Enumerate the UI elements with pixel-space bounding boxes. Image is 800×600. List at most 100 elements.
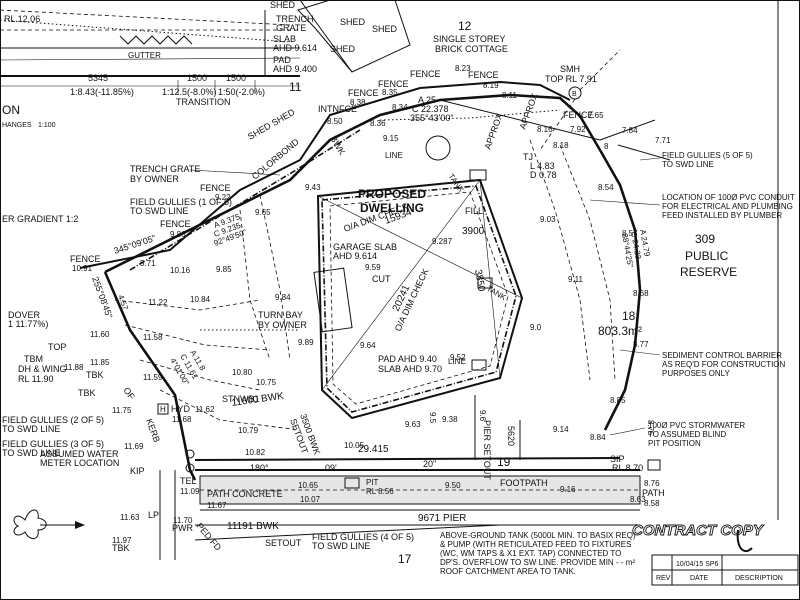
lot-12-desc-2: BRICK COTTAGE	[435, 44, 508, 54]
h-marker: H	[160, 405, 166, 414]
hyd-box	[157, 403, 169, 415]
bwk-11191: 11191 BWK	[227, 521, 279, 532]
field-gullies-4b: TO SWD LINE	[312, 541, 370, 551]
field-gullies-2b: TO SWD LINE	[2, 424, 60, 434]
level-8-63: 8.63	[630, 495, 646, 504]
location-pvc-2: FOR ELECTRICAL AND PLUMBING	[662, 202, 793, 211]
level-8-38: 8.38	[350, 98, 366, 107]
north-arrow-icon	[13, 509, 85, 539]
level-9-85: 9.85	[216, 265, 232, 274]
assumed-water: ASSUMED WATER	[40, 449, 119, 459]
sediment-2: AS REQ'D FOR CONSTRUCTION	[662, 360, 786, 369]
trench-grate-label: TRENCH	[276, 14, 314, 24]
arc3-brg: 355°43'00"	[410, 113, 454, 123]
lot-19-number: 19	[497, 455, 511, 469]
revision-col-desc: DESCRIPTION	[735, 575, 783, 582]
level-9-14: 9.14	[553, 425, 569, 434]
revision-col-rev: REV	[656, 575, 671, 582]
sediment-1: SEDIMENT CONTROL BARRIER	[662, 351, 782, 360]
location-pvc-3: FEED INSTALLED BY PLUMBER	[662, 211, 782, 220]
level-8-35: 8.35	[382, 88, 398, 97]
level-9-6: 9.6	[478, 410, 487, 422]
stnwb1-label: STNWB1	[222, 394, 260, 404]
street-frontage-top: RL 12.06 GUTTER TRENCH GRATE SLAB AHD 9.…	[0, 9, 317, 129]
kerb-label: KERB	[144, 417, 162, 443]
field-gullies-1: FIELD GULLIES (1 OF 5)	[130, 197, 232, 207]
tank-note-1: ABOVE-GROUND TANK (5000L MIN. TO BASIX R…	[440, 531, 636, 540]
reserve-label: RESERVE	[680, 265, 737, 279]
pad-ahd-label: AHD 9.400	[273, 64, 317, 74]
shed-label-1: SHED	[340, 17, 366, 27]
field-gullies-1b: TO SWD LINE	[130, 206, 188, 216]
dwelling-label: DWELLING	[360, 201, 424, 215]
shed-shed-label: SHED SHED	[246, 107, 297, 142]
tj-label: TJ	[523, 152, 533, 162]
slab-label: SLAB	[273, 34, 296, 44]
level-9-89: 9.89	[298, 338, 314, 347]
right-notes: LOCATION OF 100Ø PVC CONDUIT FOR ELECTRI…	[589, 151, 795, 448]
level-8-11: 8.11	[502, 91, 518, 100]
level-11-85: 11.85	[90, 358, 110, 367]
level-10-05: 10.05	[344, 441, 365, 450]
level-9-5: 9.5	[428, 412, 437, 424]
pad-ahd-label: PAD AHD 9.40	[378, 354, 437, 364]
pit-label: PIT	[366, 478, 379, 487]
dim-3850: 3850	[472, 269, 487, 293]
tank-note-3: (WC, WM TAPS & X1 EXT. TAP) CONNECTED TO	[440, 549, 621, 558]
intnfce-label: INTNFCE	[318, 104, 357, 114]
level-10-80: 10.80	[232, 368, 253, 377]
pwr-label: PWR	[172, 523, 193, 533]
doover-label: DOVER	[8, 310, 41, 320]
level-9-43: 9.43	[305, 183, 321, 192]
fill-label: FILL	[465, 206, 483, 216]
level-5-71: 5.71	[140, 259, 156, 268]
smh-rl: TOP RL 7.91	[545, 74, 597, 84]
pad-label: PAD	[273, 55, 291, 65]
shed-label-2: SHED	[330, 44, 356, 54]
level-11-67: 11.67	[207, 501, 227, 510]
level-8: 8	[604, 142, 609, 151]
level-9-86: 9.86	[170, 230, 186, 239]
tj-d: D 0.78	[530, 170, 557, 180]
level-10-75: 10.75	[256, 378, 277, 387]
arc3-c: C 22.378	[412, 104, 449, 114]
level-8-58: 8.58	[644, 499, 660, 508]
proposed-label: PROPOSED	[358, 187, 426, 201]
top-label: TOP	[48, 342, 66, 352]
level-8-36: 8.36	[370, 119, 386, 128]
level-8-19: 8.19	[483, 81, 499, 90]
level-8-75: 8.75	[646, 420, 655, 436]
level-8-85: 8.85	[610, 396, 626, 405]
level-10-65: 10.65	[298, 481, 319, 490]
ped-fd-label: PED FD	[194, 521, 223, 553]
fence-label-6: FENCE	[200, 183, 231, 193]
stormwater-1: 100Ø PVC STORMWATER	[648, 421, 745, 430]
angle-20: 20"	[423, 459, 436, 469]
pit-rl: RL 8.56	[366, 487, 394, 496]
level-10-91: 10.91	[72, 264, 93, 273]
smh-label: SMH	[560, 64, 580, 74]
b-marker: B	[572, 91, 577, 98]
level-9-65: 9.65	[255, 208, 271, 217]
tbk-label-1: TBK	[86, 370, 104, 380]
lot-12-area: SHED SHED SHED SHED 12 SINGLE STOREY BRI…	[270, 0, 508, 73]
tbk-label-3: TBK	[112, 543, 130, 553]
cut-label: CUT	[372, 274, 391, 284]
sip-label: SIP	[610, 454, 625, 464]
line-label-1: LINE	[385, 151, 403, 160]
level-8-76: 8.76	[644, 479, 660, 488]
level-10-79: 10.79	[238, 426, 259, 435]
grade-3: 1:50(-2.0%)	[218, 87, 265, 97]
dim-29415: 29.415	[358, 444, 389, 455]
sip-rl: RL 8.70	[612, 463, 643, 473]
angle-180: 180°	[250, 463, 269, 473]
level-10-84: 10.84	[190, 295, 211, 304]
level-11-68: 11.68	[172, 415, 192, 424]
approx-2: APPROX	[482, 112, 504, 151]
level-9-52: 9.52	[450, 353, 466, 362]
slab-ahd-label: AHD 9.614	[273, 43, 317, 53]
bearing-255: 255°08'45"	[90, 275, 114, 319]
trench-grate-owner: TRENCH GRATE	[130, 164, 200, 174]
sediment-3: PURPOSES ONLY	[662, 369, 731, 378]
level-9-22: 9.22	[215, 193, 231, 202]
